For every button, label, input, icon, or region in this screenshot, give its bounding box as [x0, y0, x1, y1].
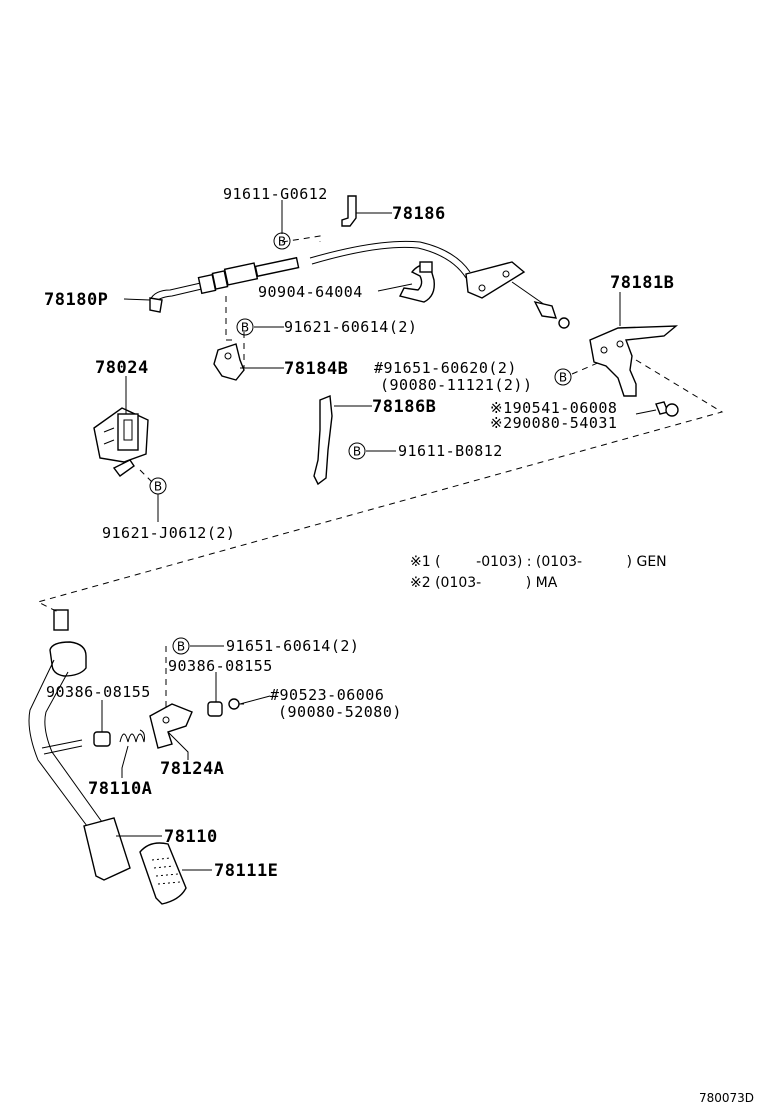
label-78124A: 78124A	[160, 759, 224, 779]
label-91651-60614: 91651-60614(2)	[226, 637, 359, 655]
b-marker: B	[172, 637, 190, 655]
b-marker: B	[149, 477, 167, 495]
bushing-90386-left	[93, 731, 111, 747]
label-78181B: 78181B	[610, 273, 674, 293]
pedal-assembly	[28, 609, 187, 905]
bolt-90541	[655, 401, 679, 417]
bushing-90386-right	[207, 701, 223, 717]
label-91611-B0812: 91611-B0812	[398, 442, 503, 460]
label-90386-08155-left: 90386-08155	[46, 683, 151, 701]
label-78180P: 78180P	[44, 290, 108, 310]
label-90904-64004: 90904-64004	[258, 283, 363, 301]
diagram-reference: 780073D	[699, 1091, 754, 1105]
label-91621-J0612: 91621-J0612(2)	[102, 524, 235, 542]
sensor-module-78024	[93, 407, 149, 477]
b-marker-label: B	[559, 371, 567, 385]
accelerator-cable	[149, 240, 570, 329]
b-marker: B	[348, 442, 366, 460]
b-marker-label: B	[278, 235, 286, 249]
label-90080-11121: (90080-11121(2))	[380, 376, 533, 394]
label-90386-08155-right: 90386-08155	[168, 657, 273, 675]
label-78110A: 78110A	[88, 779, 152, 799]
bracket-78186B	[313, 395, 333, 486]
label-78111E: 78111E	[214, 861, 278, 881]
label-91651-60620: #91651-60620(2)	[374, 359, 517, 377]
note-line-1: ※1 ( -0103) : (0103- ) GEN	[410, 554, 667, 570]
b-marker: B	[554, 368, 572, 386]
label-90523-06006: #90523-06006	[270, 686, 384, 704]
label-78186B: 78186B	[372, 397, 436, 417]
b-marker: B	[273, 232, 291, 250]
b-marker-label: B	[241, 321, 249, 335]
b-marker-label: B	[177, 640, 185, 654]
bolt-90523	[228, 698, 244, 710]
note-line-2: ※2 (0103- ) MA	[410, 575, 558, 591]
label-78110: 78110	[164, 827, 218, 847]
label-78186: 78186	[392, 204, 446, 224]
label-78024: 78024	[95, 358, 149, 378]
label-90541-06008: ※190541-06008	[490, 399, 617, 417]
b-marker: B	[236, 318, 254, 336]
label-90080-52080: (90080-52080)	[278, 703, 402, 721]
b-marker-label: B	[154, 480, 162, 494]
label-91621-60614: 91621-60614(2)	[284, 318, 417, 336]
label-91611-G0612: 91611-G0612	[223, 185, 328, 203]
bracket-78184B	[213, 343, 245, 381]
bracket-78124A	[149, 703, 193, 749]
leader-lines	[101, 200, 657, 871]
bracket-78181B	[589, 325, 679, 397]
spring-78110A	[119, 729, 145, 743]
cable-clip-78186	[341, 195, 357, 227]
dashed-reference-lines	[36, 235, 724, 712]
cable-clamp-90904	[398, 261, 435, 303]
b-marker-label: B	[353, 445, 361, 459]
label-78184B: 78184B	[284, 359, 348, 379]
label-90080-54031: ※290080-54031	[490, 414, 617, 432]
